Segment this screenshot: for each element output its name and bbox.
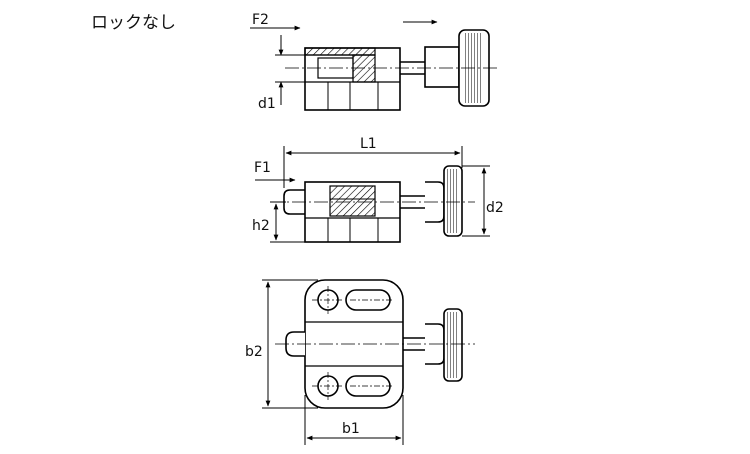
label-d1: d1: [258, 96, 276, 112]
view-top-retracted: [250, 19, 500, 111]
drawing-title: ロックなし: [91, 13, 176, 33]
label-f2: F2: [252, 12, 269, 28]
label-h2: h2: [252, 218, 270, 234]
label-b2: b2: [245, 344, 263, 360]
view-side-extended: [255, 146, 490, 243]
label-f1: F1: [254, 160, 271, 176]
view-plan-front: [262, 279, 475, 445]
label-d2: d2: [486, 200, 504, 216]
label-b1: b1: [342, 421, 360, 437]
label-l1: L1: [360, 136, 377, 152]
